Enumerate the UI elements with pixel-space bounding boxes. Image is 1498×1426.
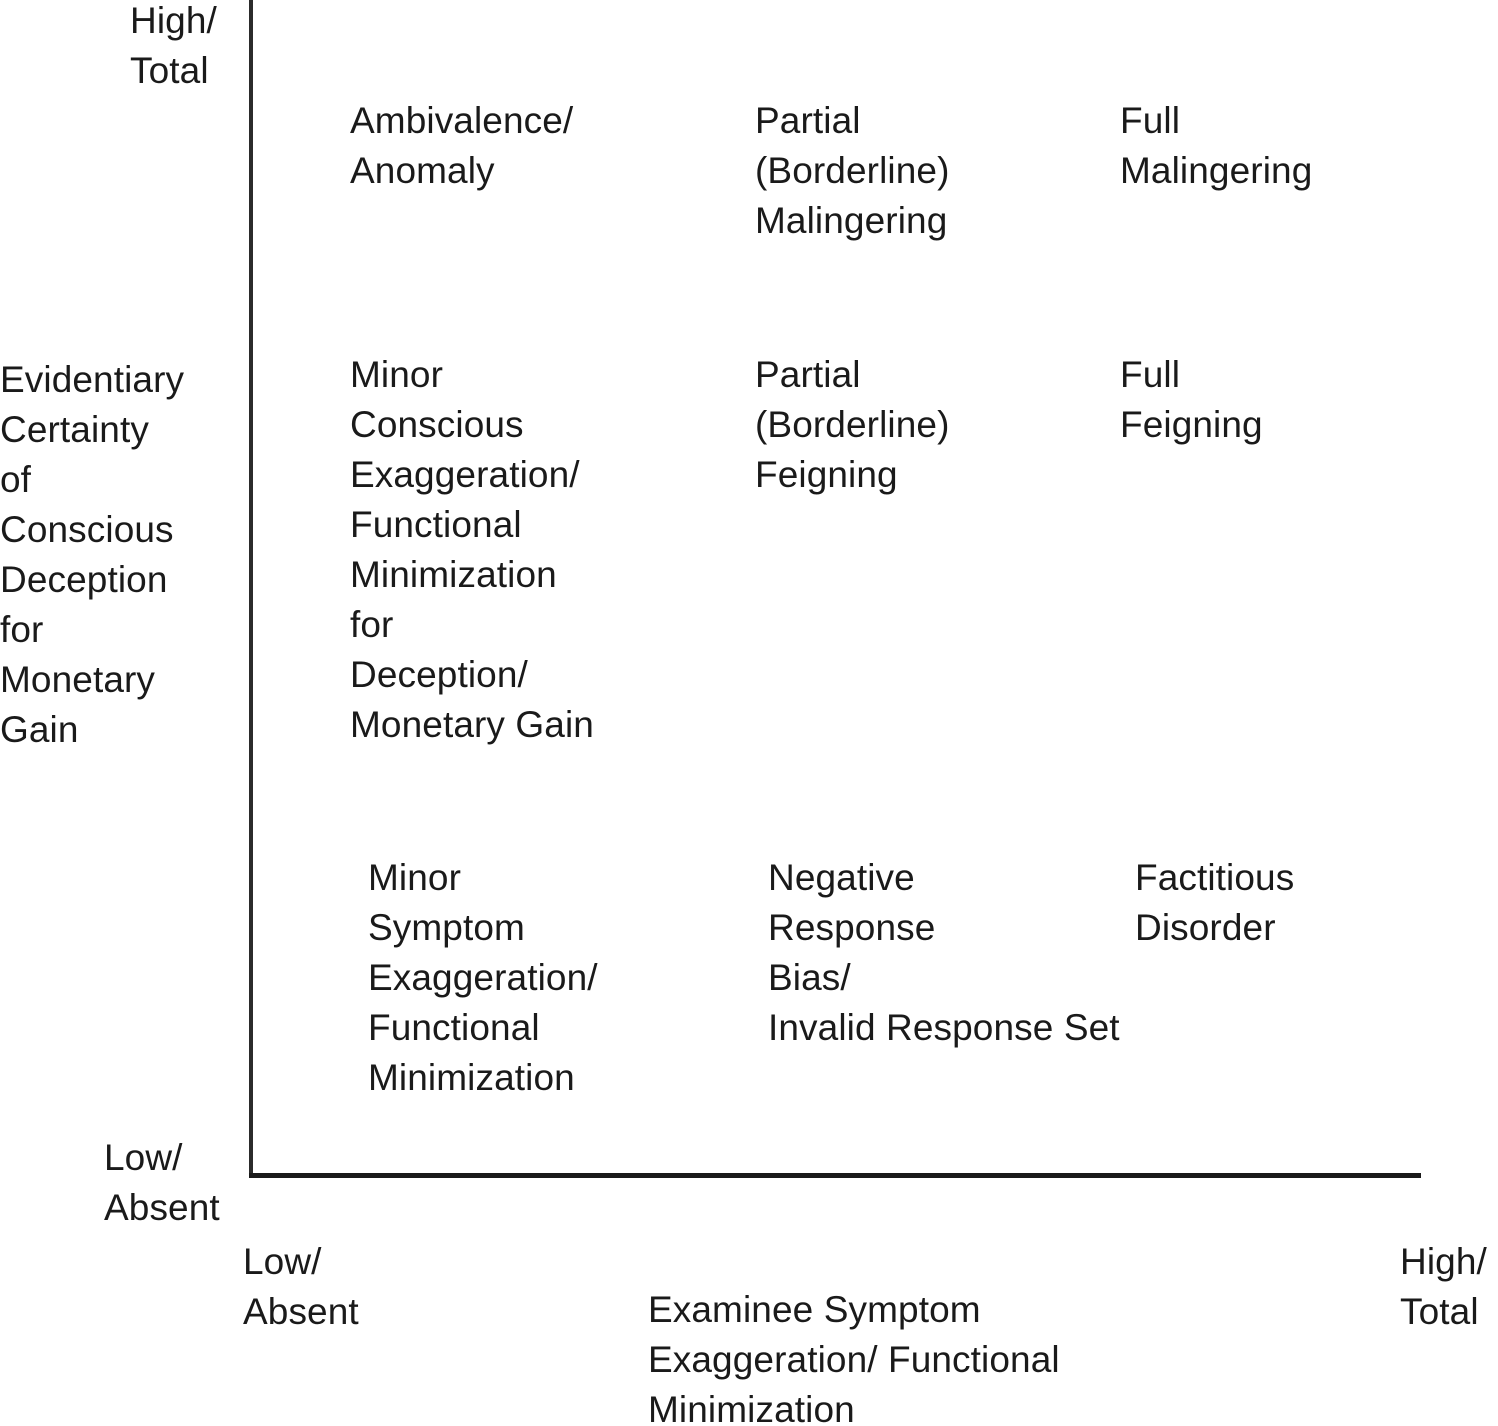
y-axis-low-label: Low/ Absent xyxy=(104,1137,220,1228)
matrix-cell-full-feigning: Full Feigning xyxy=(1120,354,1263,445)
x-axis-low-label: Low/ Absent xyxy=(243,1241,359,1332)
matrix-cell-partial-borderline-feigning: Partial (Borderline) Feigning xyxy=(755,354,950,495)
x-axis-title: Examinee Symptom Exaggeration/ Functiona… xyxy=(648,1289,1060,1426)
y-axis-line xyxy=(249,0,253,1177)
y-axis-title: Evidentiary Certainty of Conscious Decep… xyxy=(0,359,185,750)
matrix-cell-factitious-disorder: Factitious Disorder xyxy=(1135,857,1295,948)
matrix-cell-minor-symptom-exaggeration: Minor Symptom Exaggeration/ Functional M… xyxy=(368,857,598,1098)
matrix-cell-negative-response-bias: Negative Response Bias/ Invalid Response… xyxy=(768,857,1120,1048)
matrix-cell-partial-borderline-malingering: Partial (Borderline) Malingering xyxy=(755,100,950,241)
matrix-cell-full-malingering: Full Malingering xyxy=(1120,100,1313,191)
x-axis-line xyxy=(249,1173,1421,1178)
matrix-cell-ambivalence-anomaly: Ambivalence/ Anomaly xyxy=(350,100,574,191)
matrix-cell-minor-conscious-exaggeration: Minor Conscious Exaggeration/ Functional… xyxy=(350,354,594,745)
y-axis-high-label: High/ Total xyxy=(130,0,217,91)
x-axis-high-label: High/ Total xyxy=(1400,1241,1487,1332)
